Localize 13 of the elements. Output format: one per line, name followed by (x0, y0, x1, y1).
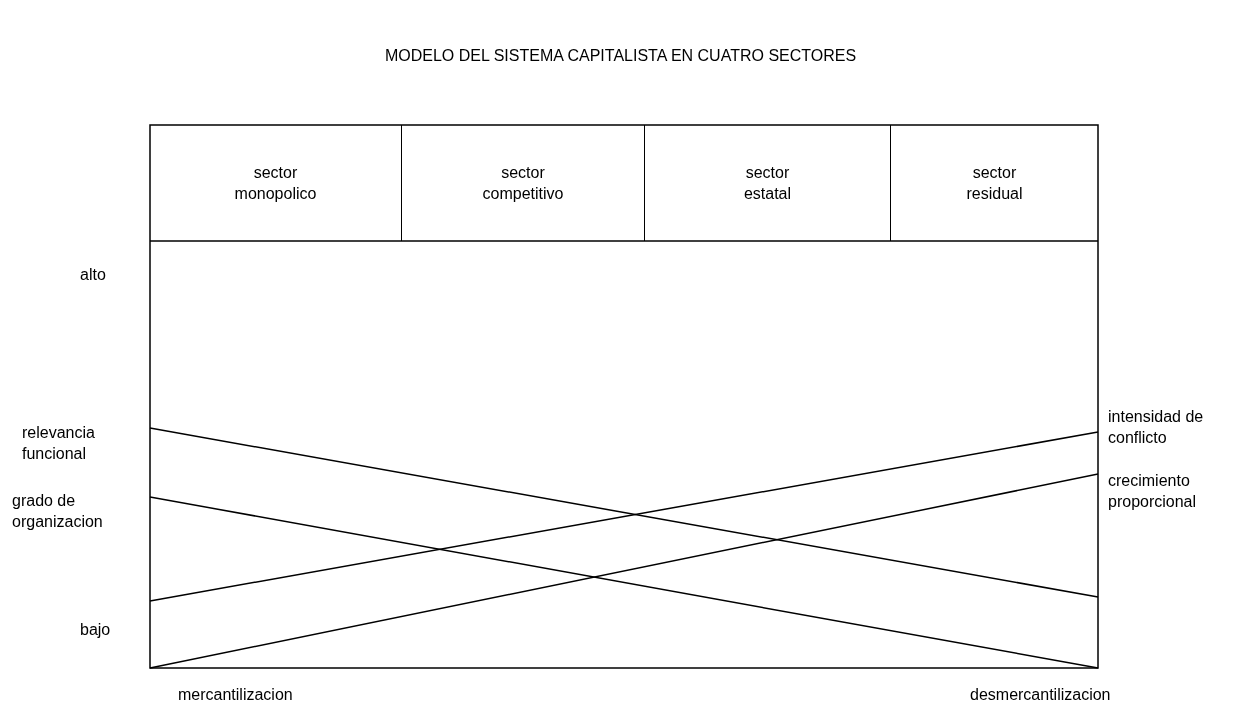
line-label: crecimiento proporcional (1108, 471, 1198, 512)
axis-label: bajo (80, 620, 111, 640)
line-label: relevancia funcional (22, 423, 96, 464)
axis-label: alto (80, 265, 106, 285)
sector-label: sector monopolico (233, 163, 318, 204)
axis-label: desmercantilizacion (970, 685, 1111, 705)
diagram-title: MODELO DEL SISTEMA CAPITALISTA EN CUATRO SECTORES (383, 46, 858, 66)
line-label: grado de organizacion (12, 491, 104, 532)
sector-label: sector estatal (742, 163, 793, 204)
axis-label: mercantilizacion (178, 685, 293, 705)
sector-label: sector residual (965, 163, 1024, 204)
line-label: intensidad de conflicto (1108, 407, 1205, 448)
sector-label: sector competitivo (481, 163, 565, 204)
